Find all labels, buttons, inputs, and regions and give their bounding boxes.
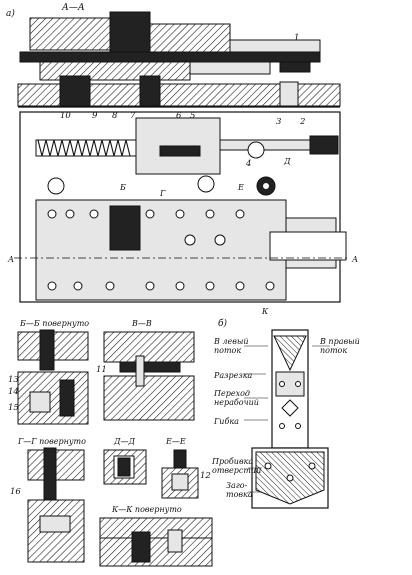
section-kk-view: К—К повернуто: [99, 505, 213, 567]
section-dd-title: Д—Д: [113, 437, 136, 446]
cut-k-mark: К: [261, 307, 269, 316]
ref-9: 9: [92, 111, 98, 121]
ref-15: 15: [8, 403, 19, 413]
section-aa-view: а) А—А 1 10 9 8 7 6 5: [6, 3, 341, 121]
strip-idle-1: Переход: [213, 389, 250, 398]
strip-pierce-2: отверстий: [212, 466, 261, 475]
ref-8: 8: [112, 111, 118, 121]
strip-layout: б) В левый поток В правый поток Разрезка…: [211, 318, 360, 509]
strip-channel: [189, 61, 271, 75]
ref-16: 16: [10, 487, 21, 497]
cut-a-right-mark: А: [351, 255, 358, 264]
ref-5: 5: [190, 111, 195, 121]
ref-7: 7: [130, 111, 136, 121]
section-bb-title: Б—Б повернуто: [19, 319, 89, 328]
section-vv-title: В—В: [131, 319, 152, 328]
ref-13: 13: [8, 375, 19, 385]
section-gg-title: Г—Г повернуто: [17, 437, 86, 446]
part-b-label: б): [218, 318, 227, 329]
part-a-label: а): [6, 8, 15, 19]
cut-b-mark: Б: [119, 183, 126, 192]
section-dd-view: Д—Д: [103, 437, 147, 485]
ref-11: 11: [96, 365, 107, 375]
strip-cut: Разрезка: [213, 371, 253, 380]
ref-6: 6: [176, 111, 182, 121]
strip-idle-2: нерабочий: [214, 398, 259, 407]
feed-spring: [35, 139, 137, 157]
ref-10: 10: [60, 111, 71, 121]
ref-1: 1: [294, 33, 299, 43]
slot-pin: [159, 145, 201, 157]
ref-14: 14: [8, 387, 19, 397]
section-bb-view: Б—Б повернуто 13 14 15: [8, 319, 89, 425]
punch-insert: [109, 205, 141, 251]
section-ee-view: Е—Е 12: [161, 437, 211, 499]
die-insert-2: [139, 75, 161, 107]
feed-rod: [219, 139, 311, 151]
strip-left-flow-2: поток: [214, 346, 241, 355]
section-aa-title: А—А: [61, 3, 85, 13]
strip-bend: Гибка: [213, 417, 239, 426]
strip-right-flow-2: поток: [320, 346, 347, 355]
cut-g-mark: Г: [159, 189, 166, 198]
plan-view: 4 3 2 Д Е Б Г А А К: [7, 111, 358, 316]
guide-bushing: [279, 81, 299, 107]
die-shoe: [17, 83, 341, 107]
cut-a-left-mark: А: [7, 255, 14, 264]
strip-blank-1: Заго-: [226, 481, 248, 490]
die-insert: [59, 75, 91, 107]
ref-12: 12: [200, 471, 211, 481]
section-vv-view: В—В 11: [96, 319, 195, 421]
adjust-screw: [309, 135, 339, 155]
ref-2: 2: [299, 117, 305, 127]
cut-e-mark: Е: [237, 183, 244, 192]
punch-holder: [19, 51, 321, 63]
upper-plate-left: [29, 17, 111, 51]
ref-3: 3: [276, 117, 281, 127]
strip-right-flow-1: В правый: [319, 337, 360, 346]
section-ee-title: Е—Е: [165, 437, 186, 446]
section-kk-title: К—К повернуто: [111, 505, 182, 514]
ref-4: 4: [245, 159, 251, 169]
section-gg-view: Г—Г повернуто 16: [10, 437, 86, 563]
strip-blank-2: товка: [226, 490, 253, 499]
upper-block: [109, 11, 151, 53]
strip-pierce-1: Пробивка: [211, 457, 253, 466]
strip-left-flow-1: В левый: [213, 337, 249, 346]
cut-d-mark: Д: [283, 157, 291, 166]
upper-plate-mid: [149, 23, 231, 53]
